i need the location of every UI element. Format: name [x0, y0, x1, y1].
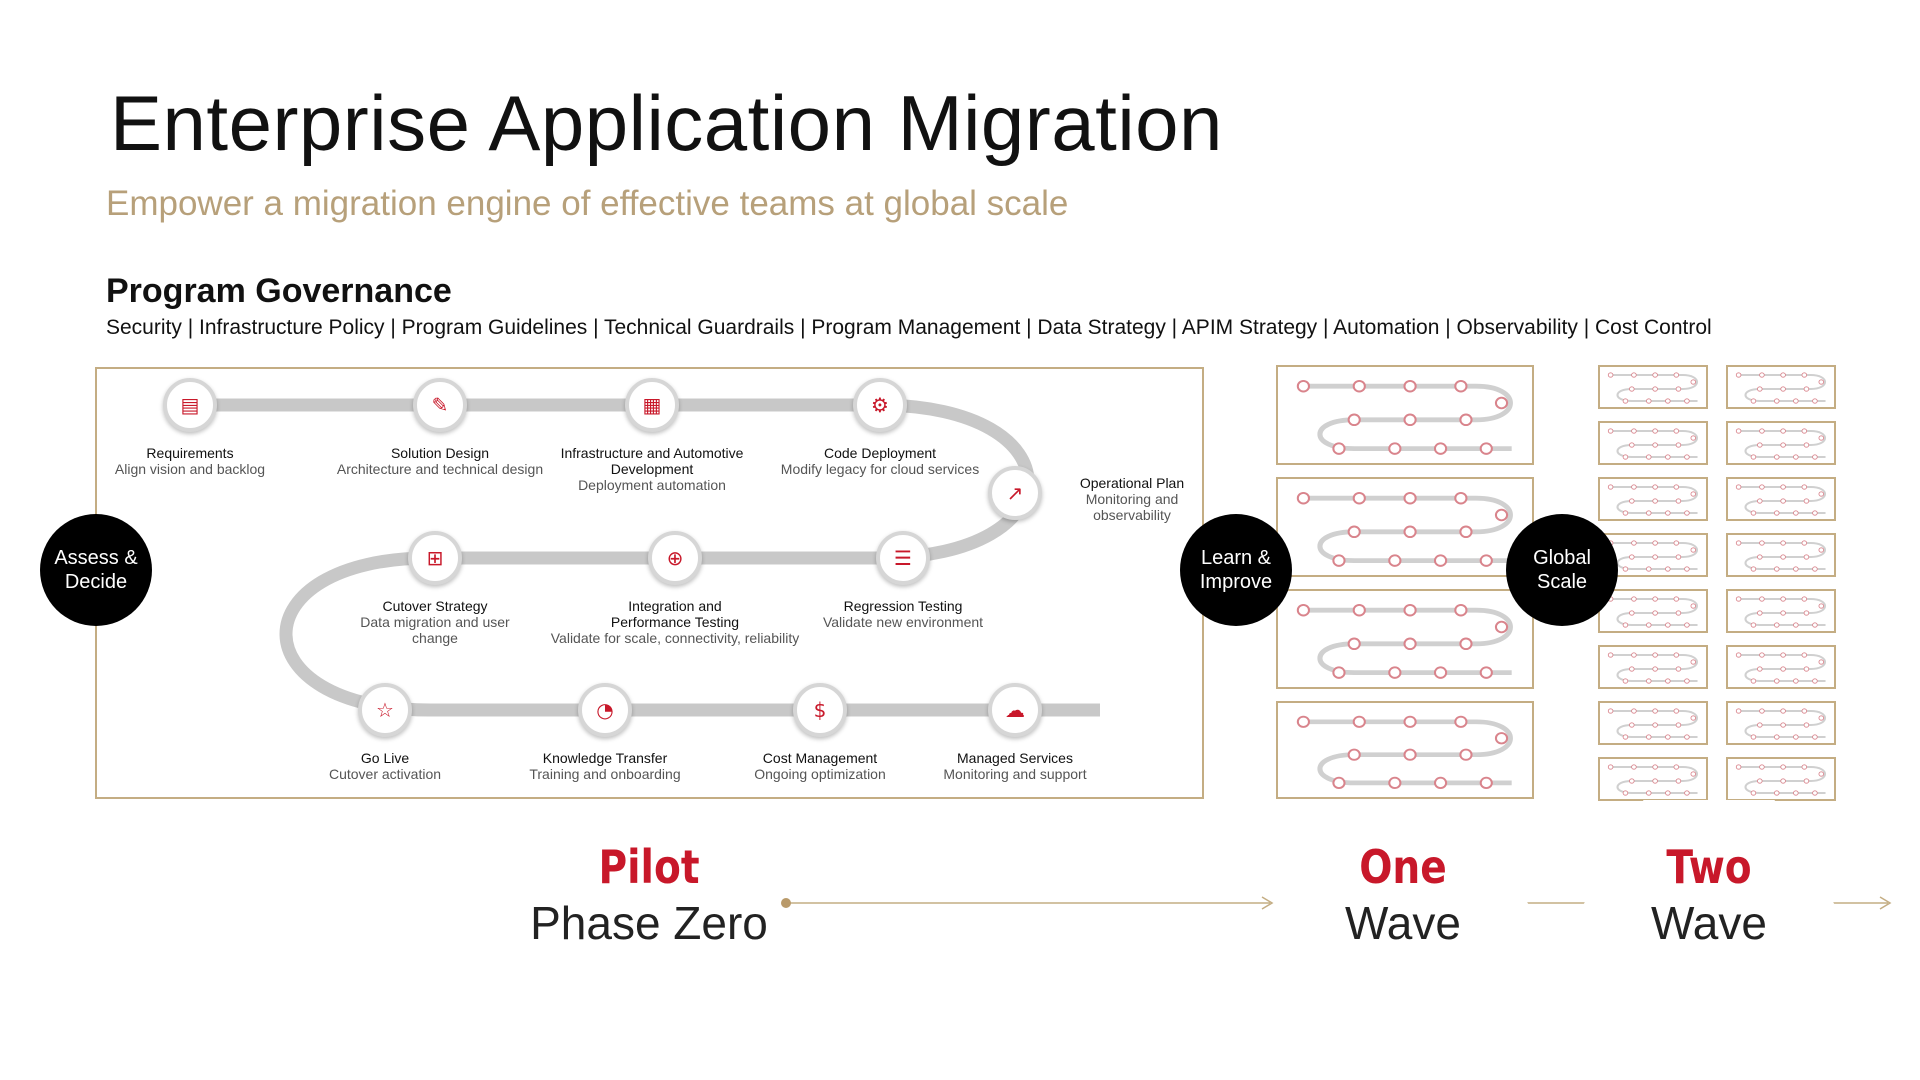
phase-name: Phase Zero [530, 897, 768, 949]
global-scale-badge: Global Scale [1506, 514, 1618, 626]
phase-name: Wave [1345, 897, 1461, 949]
wave-one-diagram [1276, 589, 1534, 689]
clipboard-icon: ▤ [163, 378, 217, 432]
page-title: Enterprise Application Migration [110, 79, 1223, 167]
step-desc: Monitoring and observability [1085, 491, 1179, 523]
step-title: Solution Design [390, 445, 490, 461]
wave-one-diagram [1276, 477, 1534, 577]
step-desc: Validate for scale, connectivity, reliab… [550, 630, 800, 646]
wave-two-diagram [1598, 421, 1708, 465]
step-desc: Cutover activation [328, 766, 442, 782]
cloud-support-icon: ☁ [988, 683, 1042, 737]
step-title: Cost Management [762, 750, 878, 766]
wave-two-diagram [1726, 645, 1836, 689]
phase-accent: Two [1666, 840, 1752, 894]
wave-two-diagram [1598, 477, 1708, 521]
wave-two-diagram [1598, 645, 1708, 689]
wave-one-diagram [1276, 365, 1534, 465]
wave-two-diagram [1598, 365, 1708, 409]
wave-two-diagram [1726, 421, 1836, 465]
step-desc: Training and onboarding [529, 766, 681, 782]
step-title: Managed Services [957, 750, 1073, 766]
assess-decide-badge: Assess & Decide [40, 514, 152, 626]
page-subtitle: Empower a migration engine of effective … [106, 184, 1069, 223]
step-desc: Ongoing optimization [754, 766, 886, 782]
wave-two-diagram [1726, 365, 1836, 409]
step-desc: Validate new environment [822, 614, 984, 630]
step-desc: Architecture and technical design [336, 461, 544, 477]
step-title: Code Deployment [823, 445, 937, 461]
step-desc: Deployment automation [578, 477, 726, 493]
step-title: Operational Plan [1079, 475, 1185, 491]
step-title: Cutover Strategy [382, 598, 488, 614]
wave-two-diagram [1726, 477, 1836, 521]
wave-two-diagram [1726, 533, 1836, 577]
wave-one-diagram [1276, 701, 1534, 799]
checklist-icon: ☰ [876, 531, 930, 585]
phase-wave-one: One Wave [1272, 800, 1534, 1028]
phase-name: Wave [1651, 897, 1767, 949]
phase-accent: One [1359, 840, 1447, 894]
phase-pilot: Pilot Phase Zero [518, 800, 780, 1036]
step-desc: Align vision and backlog [114, 461, 266, 477]
phase-accent: Pilot [598, 840, 700, 894]
design-pencil-icon: ✎ [413, 378, 467, 432]
wave-two-diagram [1598, 701, 1708, 745]
wave-two-diagram [1598, 589, 1708, 633]
step-desc: Monitoring and support [943, 766, 1087, 782]
governance-heading: Program Governance [106, 272, 452, 310]
wave-two-diagram [1726, 701, 1836, 745]
step-title: Infrastructure and Automotive Developmen… [560, 445, 744, 477]
governance-items: Security | Infrastructure Policy | Progr… [106, 316, 1712, 339]
phase-wave-two: Two Wave [1578, 800, 1840, 1028]
wave-two-diagram [1598, 757, 1708, 801]
presenter-icon: ◔ [578, 683, 632, 737]
coins-chart-icon: $ [793, 683, 847, 737]
learn-improve-badge: Learn & Improve [1180, 514, 1292, 626]
growth-chart-icon: ↗ [988, 466, 1042, 520]
step-title: Go Live [360, 750, 410, 766]
step-title: Integration and Performance Testing [610, 598, 740, 630]
hexagon-shape [518, 800, 780, 1036]
step-desc: Data migration and user change [360, 614, 510, 646]
step-title: Knowledge Transfer [542, 750, 668, 766]
wave-two-diagram [1726, 757, 1836, 801]
org-chart-icon: ⊞ [408, 531, 462, 585]
workflow-icon: ⊕ [648, 531, 702, 585]
step-title: Requirements [146, 445, 234, 461]
step-title: Regression Testing [843, 598, 963, 614]
browser-gear-icon: ⚙ [853, 378, 907, 432]
wave-two-diagram [1726, 589, 1836, 633]
step-desc: Modify legacy for cloud services [780, 461, 980, 477]
launch-star-icon: ☆ [358, 683, 412, 737]
qr-grid-icon: ▦ [625, 378, 679, 432]
